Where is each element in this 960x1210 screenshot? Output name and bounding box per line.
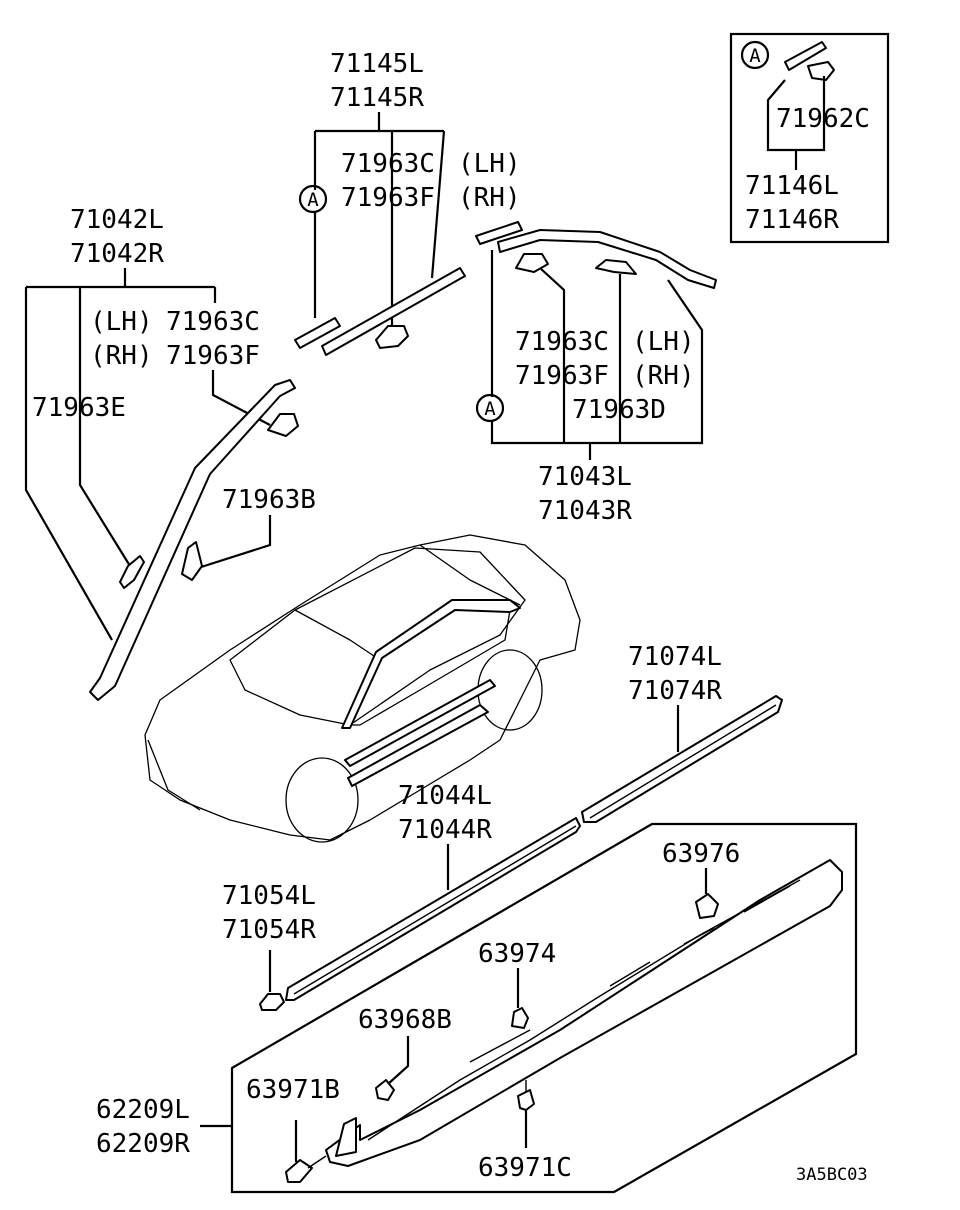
callout-62209: 62209L 62209R 63976 63974 63968B 63971B … bbox=[96, 822, 858, 1194]
clip-71963f-pillar: 71963F bbox=[166, 341, 260, 371]
clip-71963f-roof: 71963F bbox=[515, 361, 609, 391]
callout-71043: A 71963C (LH) 71963F (RH) 71963D 71043L … bbox=[475, 221, 717, 526]
pillar-clip-upper bbox=[267, 413, 299, 437]
pillar-molding-strip bbox=[89, 379, 296, 701]
part-71043l: 71043L bbox=[538, 462, 632, 492]
clip-71963f-a: 71963F bbox=[341, 183, 435, 213]
clip-71963d: 71963D bbox=[572, 395, 666, 425]
roof-clip-d bbox=[595, 259, 637, 275]
fastener-63976 bbox=[695, 893, 719, 919]
sill-slots bbox=[469, 885, 791, 1063]
clip-71962c bbox=[807, 61, 835, 81]
clip-71963c-pillar: 71963C bbox=[166, 307, 260, 337]
part-71042l: 71042L bbox=[70, 205, 164, 235]
sill-frame bbox=[230, 822, 858, 1194]
part-62209l: 62209L bbox=[96, 1095, 190, 1125]
callout-71145: 71145L 71145R A 71963C (LH) 71963F (RH) bbox=[294, 49, 521, 356]
part-71145r: 71145R bbox=[330, 83, 424, 113]
part-71044r: 71044R bbox=[398, 815, 492, 845]
clip-71963c-a: 71963C bbox=[341, 149, 435, 179]
part-62209r: 62209R bbox=[96, 1129, 190, 1159]
rear-door-molding bbox=[581, 695, 783, 823]
rh-pillar: (RH) bbox=[90, 341, 153, 371]
callout-71074: 71074L 71074R bbox=[581, 642, 783, 823]
window-molding bbox=[341, 599, 521, 729]
rh-a: (RH) bbox=[458, 183, 521, 213]
code-63968b: 63968B bbox=[358, 1005, 452, 1035]
part-71054r: 71054R bbox=[222, 915, 316, 945]
diagram-code: 3A5BC03 bbox=[796, 1165, 868, 1185]
molding-cap-71145 bbox=[294, 317, 341, 349]
roof-clip-c bbox=[515, 253, 549, 273]
sill-ridge bbox=[367, 879, 801, 1141]
code-63971c: 63971C bbox=[478, 1153, 572, 1183]
lh-roof: (LH) bbox=[632, 327, 695, 357]
part-71043r: 71043R bbox=[538, 496, 632, 526]
code-63971b: 63971B bbox=[246, 1075, 340, 1105]
ref-a-letter-3: A bbox=[484, 398, 496, 420]
clip-71963c-roof bbox=[375, 325, 409, 349]
code-63974: 63974 bbox=[478, 939, 556, 969]
front-bumper-line bbox=[147, 739, 201, 811]
inset-part-r: 71146R bbox=[745, 205, 839, 235]
ref-a-letter-2: A bbox=[307, 189, 319, 211]
inset-detail-a: A 71962C 71146L 71146R bbox=[729, 32, 890, 244]
car-body bbox=[144, 534, 581, 841]
inset-frame bbox=[729, 32, 890, 244]
clip-71963b: 71963B bbox=[222, 485, 316, 515]
car-roof-glass bbox=[229, 547, 526, 726]
part-71145l: 71145L bbox=[330, 49, 424, 79]
ref-a-marker-2 bbox=[298, 184, 328, 214]
inset-clip-label: 71962C bbox=[776, 104, 870, 134]
molding-end-piece bbox=[784, 41, 827, 71]
door-molding-lower bbox=[347, 704, 489, 787]
fastener-63968b bbox=[375, 1079, 395, 1101]
ref-a-marker bbox=[740, 40, 770, 70]
ref-a-marker-3 bbox=[475, 393, 505, 423]
rh-roof: (RH) bbox=[632, 361, 695, 391]
callout-71042: 71042L 71042R (LH) 71963C (RH) 71963F 71… bbox=[24, 205, 316, 701]
code-63976: 63976 bbox=[662, 839, 740, 869]
front-wheel bbox=[285, 757, 359, 843]
part-71054l: 71054L bbox=[222, 881, 316, 911]
callout-71044: 71044L 71044R bbox=[285, 781, 581, 1001]
pillar-clip-b bbox=[181, 541, 203, 581]
molding-end-cap bbox=[259, 993, 285, 1011]
part-71074l: 71074L bbox=[628, 642, 722, 672]
callout-71054: 71054L 71054R bbox=[222, 881, 316, 1011]
lh-a: (LH) bbox=[458, 149, 521, 179]
fastener-63974 bbox=[511, 1007, 529, 1029]
fastener-63971c bbox=[517, 1089, 535, 1111]
door-molding-upper bbox=[344, 679, 496, 767]
molding-strip-71145 bbox=[321, 267, 466, 356]
windshield-edge bbox=[294, 609, 381, 661]
lh-pillar: (LH) bbox=[90, 307, 153, 337]
clip-71963e: 71963E bbox=[32, 393, 126, 423]
fastener-63971b bbox=[285, 1159, 313, 1183]
part-71042r: 71042R bbox=[70, 239, 164, 269]
roof-molding-cap bbox=[475, 221, 523, 245]
vehicle-outline bbox=[144, 534, 581, 843]
rear-glass-edge bbox=[419, 544, 521, 606]
clip-71963c-roof: 71963C bbox=[515, 327, 609, 357]
part-71044l: 71044L bbox=[398, 781, 492, 811]
inset-part-l: 71146L bbox=[745, 171, 839, 201]
part-71074r: 71074R bbox=[628, 676, 722, 706]
ref-a-letter: A bbox=[749, 45, 761, 67]
roof-molding-strip bbox=[497, 229, 717, 289]
sill-end-bracket bbox=[335, 1117, 357, 1157]
pillar-clip-lower bbox=[119, 555, 145, 589]
